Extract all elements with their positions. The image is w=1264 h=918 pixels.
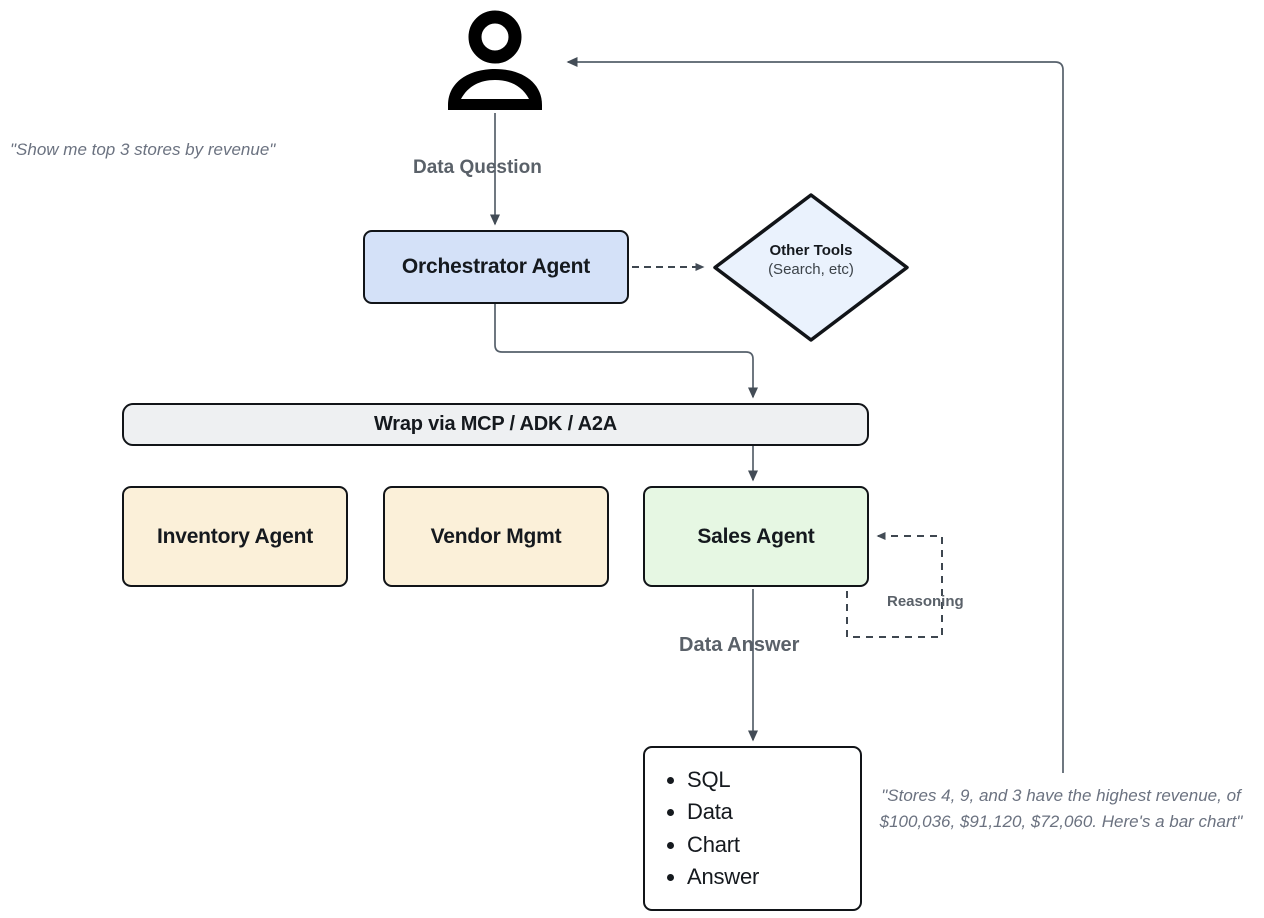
node-inventory-agent-label: Inventory Agent bbox=[156, 524, 314, 548]
person-icon bbox=[448, 10, 542, 110]
node-other-tools[interactable] bbox=[710, 190, 912, 345]
output-artifact-list: SQL Data Chart Answer bbox=[667, 764, 860, 893]
node-output-artifacts[interactable]: SQL Data Chart Answer bbox=[643, 746, 862, 911]
node-inventory-agent[interactable]: Inventory Agent bbox=[122, 486, 348, 587]
node-wrap-via-mcp[interactable]: Wrap via MCP / ADK / A2A bbox=[122, 403, 869, 446]
node-orchestrator-agent[interactable]: Orchestrator Agent bbox=[363, 230, 629, 304]
node-wrap-via-mcp-label: Wrap via MCP / ADK / A2A bbox=[373, 413, 618, 435]
node-sales-agent[interactable]: Sales Agent bbox=[643, 486, 869, 587]
caption-user-query: "Show me top 3 stores by revenue" bbox=[10, 140, 276, 159]
edge-label-data-answer: Data Answer bbox=[679, 634, 800, 656]
node-vendor-mgmt-label: Vendor Mgmt bbox=[430, 524, 562, 548]
list-item: SQL bbox=[687, 764, 860, 796]
list-item: Data bbox=[687, 796, 860, 828]
node-orchestrator-agent-label: Orchestrator Agent bbox=[401, 255, 591, 278]
node-vendor-mgmt[interactable]: Vendor Mgmt bbox=[383, 486, 609, 587]
caption-final-answer: "Stores 4, 9, and 3 have the highest rev… bbox=[879, 786, 1243, 832]
list-item: Chart bbox=[687, 829, 860, 861]
edge-label-reasoning: Reasoning bbox=[887, 593, 964, 610]
edge-label-data-question: Data Question bbox=[413, 157, 542, 178]
node-sales-agent-label: Sales Agent bbox=[697, 524, 815, 548]
list-item: Answer bbox=[687, 861, 860, 893]
